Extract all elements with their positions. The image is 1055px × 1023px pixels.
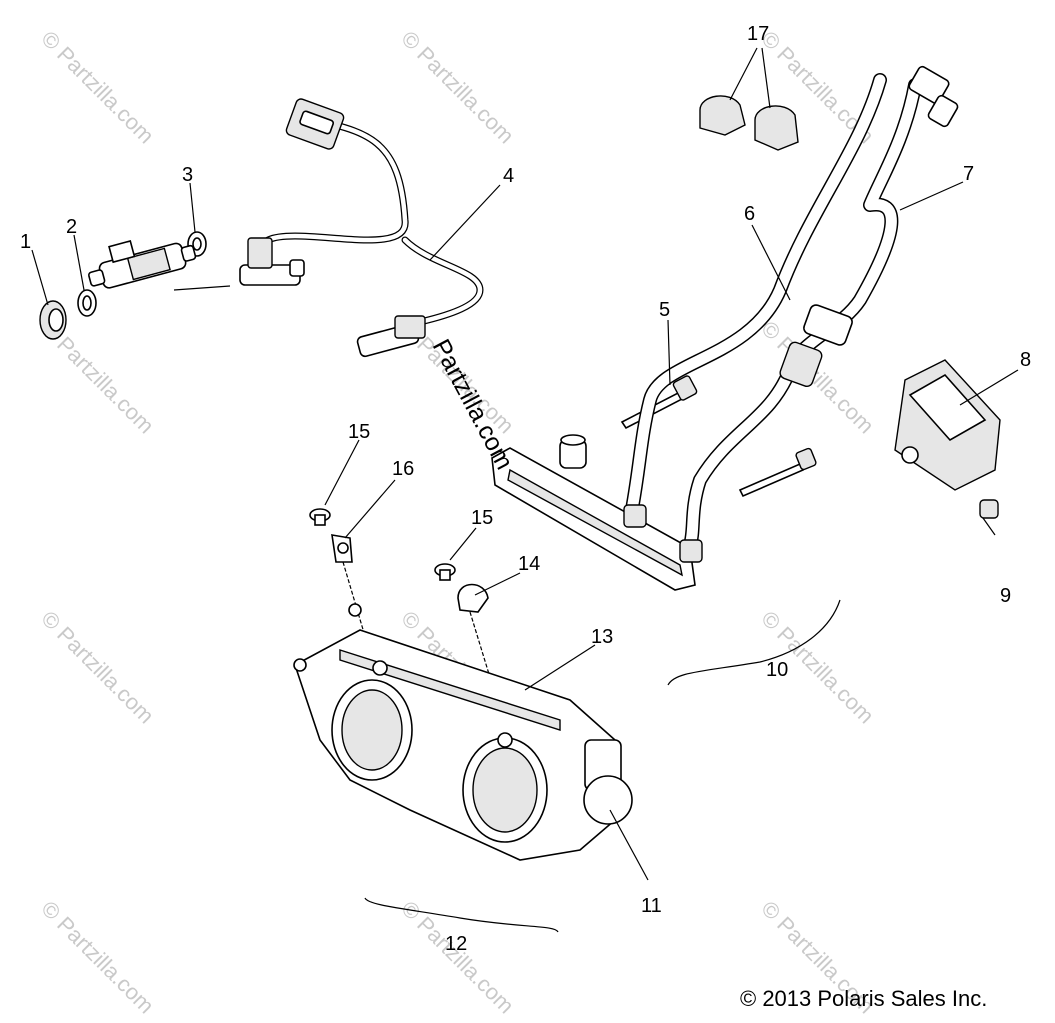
callout-8: 8 <box>1020 349 1031 371</box>
callout-12: 12 <box>445 933 467 955</box>
callout-1: 1 <box>20 231 31 253</box>
center-watermark: Partzilla.com <box>427 335 519 474</box>
callout-13: 13 <box>591 626 613 648</box>
fuel-injector-exploded <box>88 240 197 289</box>
callout-4: 4 <box>503 165 514 187</box>
part-15-screw-upper <box>309 508 331 526</box>
part-1-seal <box>39 300 67 340</box>
callout-16: 16 <box>392 458 414 480</box>
callout-3: 3 <box>182 164 193 186</box>
watermark: © Partzilla.com <box>396 26 519 149</box>
part-16-clamp <box>331 534 376 671</box>
watermark: © Partzilla.com <box>36 606 159 729</box>
callout-15-lower: 15 <box>471 507 493 529</box>
callout-2: 2 <box>66 216 77 238</box>
callout-5: 5 <box>659 299 670 321</box>
callout-17: 17 <box>747 23 769 45</box>
part-6-fuel-hose <box>623 73 887 527</box>
watermark: © Partzilla.com <box>36 896 159 1019</box>
watermark: © Partzilla.com <box>396 896 519 1019</box>
throttle-body <box>293 603 633 861</box>
part-2-o-ring <box>77 289 97 317</box>
callout-labels: 1 2 3 4 5 6 7 8 9 10 11 12 13 14 15 15 1… <box>20 23 1031 955</box>
part-4-wire-harness <box>239 98 484 358</box>
callout-9: 9 <box>1000 585 1011 607</box>
fuel-rail <box>491 434 703 591</box>
leader-lines <box>31 181 1019 933</box>
callout-10: 10 <box>766 659 788 681</box>
part-8-regulator <box>894 359 1001 491</box>
callout-14: 14 <box>518 553 540 575</box>
part-17-clips <box>699 47 799 151</box>
part-15-screw-lower <box>434 563 456 581</box>
part-7-fuel-hose <box>683 65 959 552</box>
watermark: © Partzilla.com <box>36 26 159 149</box>
copyright-notice: © 2013 Polaris Sales Inc. <box>740 986 987 1011</box>
part-9-bolt <box>738 447 999 536</box>
callout-7: 7 <box>963 163 974 185</box>
watermark-layer: © Partzilla.com © Partzilla.com © Partzi… <box>36 26 879 1019</box>
callout-15-upper: 15 <box>348 421 370 443</box>
callout-11: 11 <box>641 895 662 917</box>
callout-6: 6 <box>744 203 755 225</box>
